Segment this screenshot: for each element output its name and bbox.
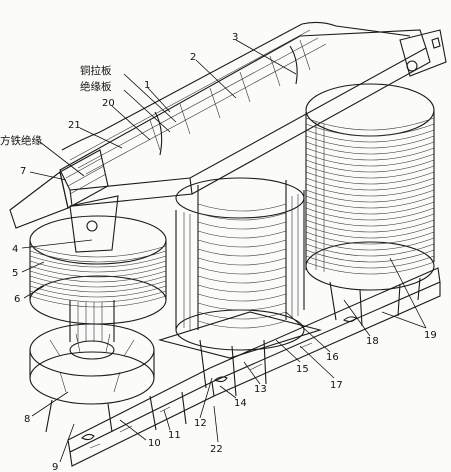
label-core-insulation: 方铁绝缘 — [0, 134, 42, 147]
label-9: 9 — [52, 462, 58, 472]
coil-winding-line — [197, 239, 287, 248]
label-copper-plate: 铜拉板 — [80, 64, 112, 77]
coil-winding-line — [29, 250, 167, 263]
coil-winding-line — [197, 302, 287, 311]
label-7: 7 — [20, 166, 26, 177]
coil-winding-line — [305, 255, 435, 269]
label-8: 8 — [24, 414, 30, 425]
label-20: 20 — [102, 98, 115, 109]
coil-winding-line — [305, 183, 435, 197]
coil-winding-line — [29, 280, 167, 293]
coil-winding-line — [305, 207, 435, 221]
coil-winding-line — [305, 189, 435, 203]
coil-winding-line — [29, 290, 167, 303]
label-13: 13 — [254, 384, 267, 395]
label-4: 4 — [12, 244, 18, 255]
coil-winding-line — [305, 261, 435, 275]
coil-winding-line — [197, 230, 287, 239]
label-14: 14 — [234, 398, 247, 409]
label-insulating-board: 绝缘板 — [80, 80, 112, 93]
left-coil — [29, 215, 167, 405]
label-3: 3 — [232, 32, 238, 43]
coil-winding-line — [305, 195, 435, 209]
label-18: 18 — [366, 336, 379, 347]
label-10: 10 — [148, 438, 161, 449]
label-2: 2 — [190, 52, 196, 63]
leader-lines — [21, 39, 427, 463]
label-22: 22 — [210, 444, 223, 455]
coil-winding-line — [305, 159, 435, 173]
coil-winding-line — [305, 165, 435, 179]
label-16: 16 — [326, 352, 339, 363]
coil-winding-line — [305, 171, 435, 185]
coil-winding-line — [305, 117, 435, 131]
left-bracket — [9, 171, 119, 253]
coil-winding-line — [29, 260, 167, 273]
coil-winding-line — [197, 275, 287, 284]
right-coil — [305, 83, 435, 327]
coil-winding-line — [305, 177, 435, 191]
top-yoke-clamp — [59, 21, 431, 209]
coil-winding-line — [305, 141, 435, 155]
coil-winding-line — [29, 295, 167, 308]
coil-winding-line — [197, 320, 287, 329]
coil-winding-line — [197, 203, 287, 212]
coil-winding-line — [305, 231, 435, 245]
coil-winding-line — [305, 219, 435, 233]
coil-winding-line — [305, 123, 435, 137]
callout-labels: 1 2 3 铜拉板 绝缘板 20 21 方铁绝缘 7 4 5 6 8 9 10 … — [0, 32, 437, 472]
label-15: 15 — [296, 364, 309, 375]
coil-winding-line — [29, 245, 167, 258]
coil-winding-line — [305, 153, 435, 167]
coil-winding-line — [197, 212, 287, 221]
coil-winding-line — [305, 225, 435, 239]
coil-winding-line — [29, 265, 167, 278]
coil-winding-line — [305, 147, 435, 161]
coil-winding-line — [29, 255, 167, 268]
coil-winding-line — [197, 257, 287, 266]
coil-winding-line — [29, 275, 167, 288]
label-6: 6 — [14, 294, 20, 305]
coil-winding-line — [197, 293, 287, 302]
label-19: 19 — [424, 330, 437, 341]
label-11: 11 — [168, 430, 181, 441]
coil-winding-line — [305, 201, 435, 215]
coil-winding-line — [197, 248, 287, 257]
coil-winding-line — [197, 266, 287, 275]
coil-winding-line — [197, 311, 287, 320]
base-frame — [67, 267, 441, 467]
coil-winding-line — [305, 243, 435, 257]
label-21: 21 — [68, 120, 81, 131]
right-bracket — [399, 29, 447, 77]
coil-winding-line — [305, 135, 435, 149]
coil-winding-line — [305, 213, 435, 227]
label-17: 17 — [330, 380, 343, 391]
coil-winding-line — [305, 249, 435, 263]
coil-winding-line — [305, 237, 435, 251]
label-1: 1 — [144, 80, 150, 91]
coil-winding-line — [197, 284, 287, 293]
label-5: 5 — [12, 268, 18, 279]
coil-winding-line — [197, 221, 287, 230]
coil-winding-line — [29, 270, 167, 283]
core-legs — [45, 339, 267, 433]
middle-coil — [157, 177, 323, 359]
label-12: 12 — [194, 418, 207, 429]
coil-winding-line — [305, 129, 435, 143]
coil-winding-line — [29, 285, 167, 298]
